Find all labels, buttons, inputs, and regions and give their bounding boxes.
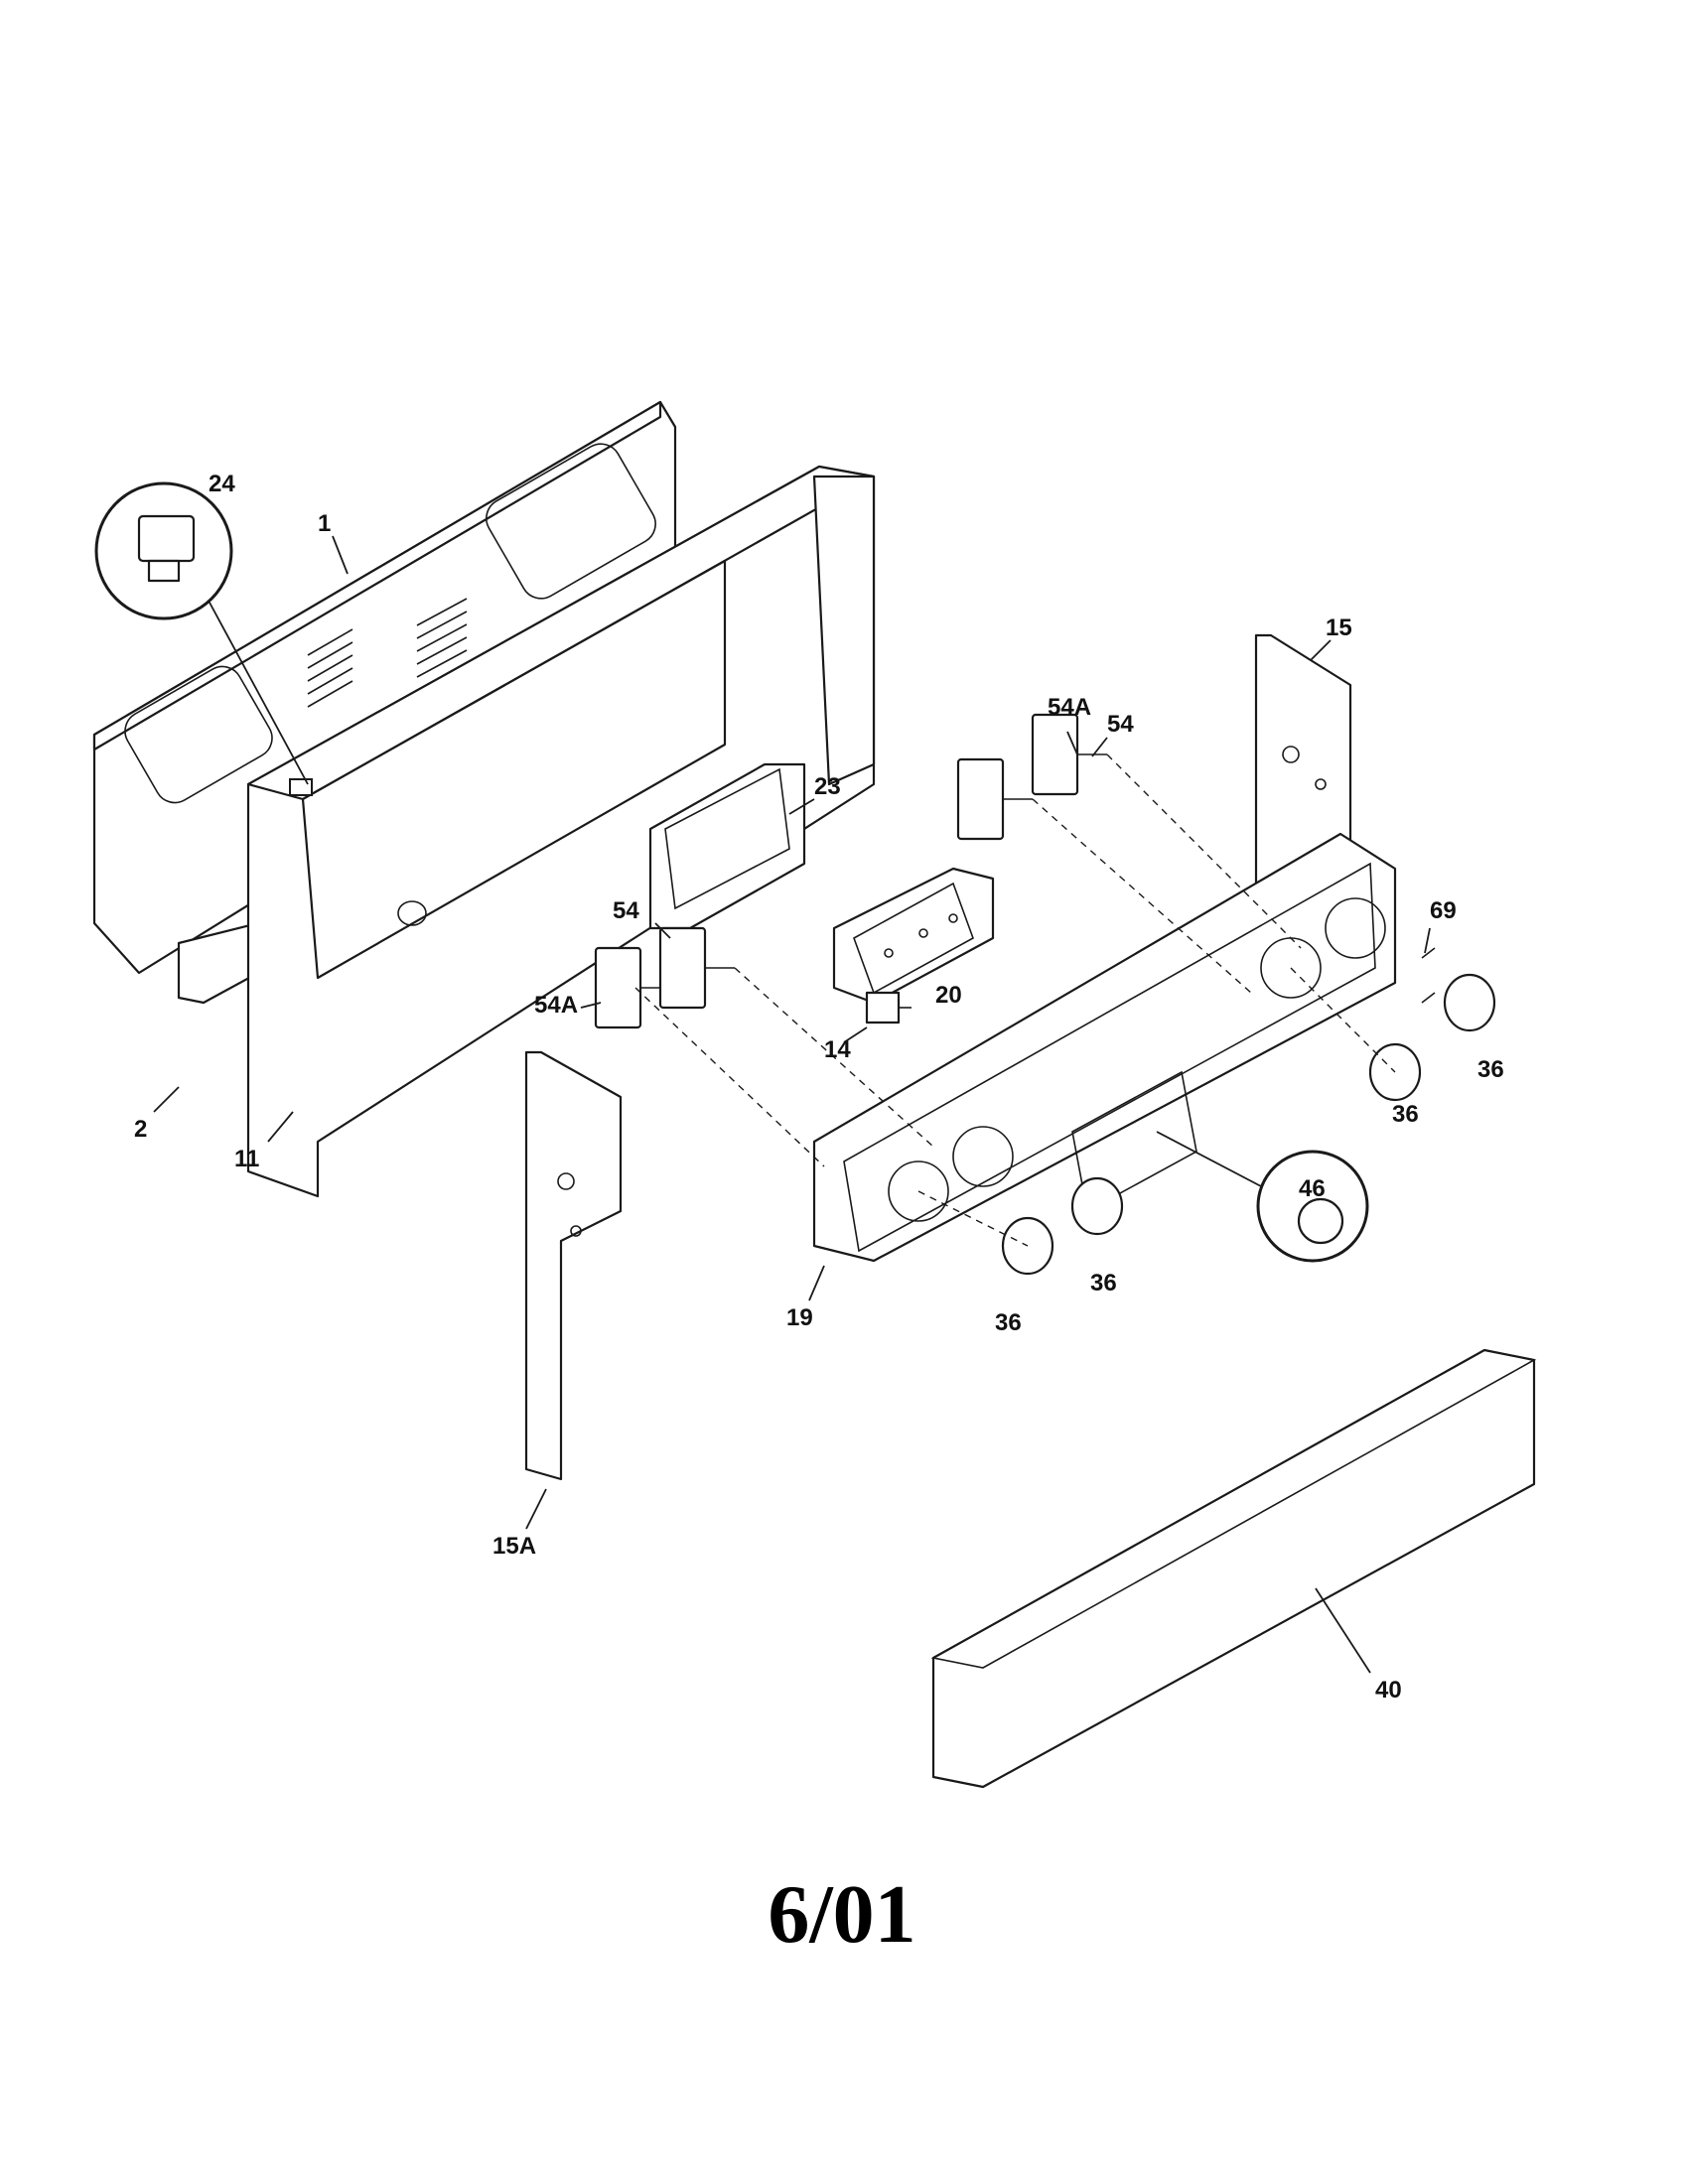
bracket-plate-part-23 xyxy=(648,762,806,930)
label-part-1: 1 xyxy=(318,510,331,537)
knob-part-36-d xyxy=(1443,973,1496,1032)
infinite-switch-part-54A-right xyxy=(956,757,1033,841)
callout-part-24 xyxy=(94,481,309,785)
switch-part-14 xyxy=(865,991,912,1024)
vent-slots-lower xyxy=(307,628,353,708)
assembly-guide-lines xyxy=(634,753,1396,1247)
callout-part-46 xyxy=(1156,1131,1369,1263)
trim-strip-part-40 xyxy=(930,1348,1537,1789)
vent-slots-upper xyxy=(416,598,468,678)
label-part-46: 46 xyxy=(1299,1175,1326,1202)
part-number-labels: 1 2 11 24 15 23 54A 54 54 54A 20 14 69 3… xyxy=(134,471,1504,1704)
label-part-11: 11 xyxy=(234,1146,259,1172)
label-part-20: 20 xyxy=(935,982,962,1009)
label-part-36-b: 36 xyxy=(1090,1270,1117,1297)
screw-part-69 xyxy=(1421,947,1436,1004)
label-part-40: 40 xyxy=(1375,1677,1402,1704)
label-part-54A-left: 54A xyxy=(534,992,578,1019)
label-leaders xyxy=(153,535,1431,1674)
label-part-36-c: 36 xyxy=(1392,1101,1419,1128)
end-bracket-part-15A xyxy=(524,1050,623,1481)
label-part-54-right: 54 xyxy=(1107,711,1134,738)
rear-panel-part-1 xyxy=(92,400,677,975)
backguard-housing-part-11 xyxy=(246,465,876,1198)
bracket-part-2 xyxy=(177,921,260,1005)
infinite-switch-part-54A-left xyxy=(594,946,675,1029)
label-part-23: 23 xyxy=(814,773,841,800)
knob-part-36-b xyxy=(1070,1176,1124,1236)
label-part-24: 24 xyxy=(209,471,235,497)
label-part-54-left: 54 xyxy=(613,897,639,924)
label-part-2: 2 xyxy=(134,1116,147,1143)
label-part-15: 15 xyxy=(1326,614,1352,641)
label-part-69: 69 xyxy=(1430,897,1457,924)
electronic-control-part-20 xyxy=(832,867,995,1005)
switch-cutout xyxy=(289,778,313,796)
label-part-54A-right: 54A xyxy=(1048,694,1091,721)
label-part-14: 14 xyxy=(824,1036,851,1063)
label-part-15A: 15A xyxy=(492,1533,536,1560)
label-part-36-d: 36 xyxy=(1477,1056,1504,1083)
label-part-36-a: 36 xyxy=(995,1309,1022,1336)
revision-date: 6/01 xyxy=(768,1868,916,1961)
infinite-switch-part-54-right xyxy=(1031,713,1107,796)
infinite-switch-part-54-left xyxy=(658,926,735,1010)
label-part-19: 19 xyxy=(786,1304,813,1331)
control-panel-part-19 xyxy=(812,832,1397,1263)
